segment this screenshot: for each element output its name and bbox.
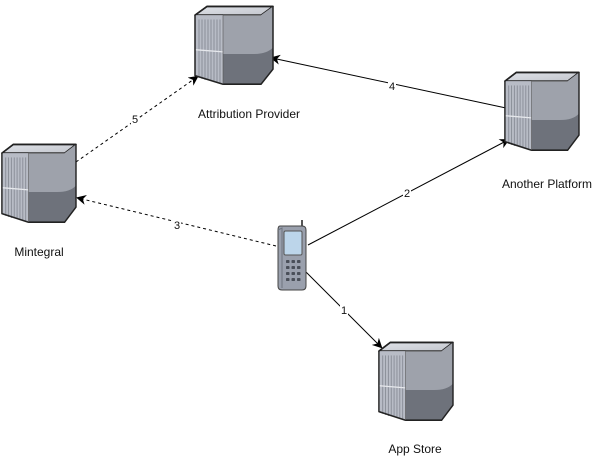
app-store-label: App Store: [388, 442, 442, 456]
edge-label-2: 2: [404, 188, 410, 200]
edge-label-background: [173, 218, 181, 231]
edges-layer: 1 2 3 4 5: [75, 54, 510, 349]
attribution-provider-label: Attribution Provider: [197, 107, 301, 121]
edge-label-1: 1: [341, 305, 347, 317]
app-store-server-icon[interactable]: [376, 335, 454, 422]
edge-phone-to-mintegral[interactable]: [76, 195, 277, 247]
edge-label-background: [388, 79, 396, 92]
another-platform-label: Another Platform: [501, 177, 593, 191]
attribution-provider-server-icon[interactable]: [192, 0, 274, 86]
mobile-phone-icon[interactable]: [277, 220, 307, 291]
another-platform-server-icon[interactable]: [502, 65, 580, 152]
edge-label-background: [131, 112, 139, 125]
edge-label-3: 3: [174, 220, 180, 232]
edge-label-4: 4: [389, 81, 395, 93]
edge-label-5: 5: [132, 114, 138, 126]
mintegral-label: Mintegral: [14, 245, 64, 259]
edge-label-background: [340, 303, 348, 316]
edge-label-background: [403, 186, 411, 199]
mintegral-server-icon[interactable]: [0, 137, 77, 224]
